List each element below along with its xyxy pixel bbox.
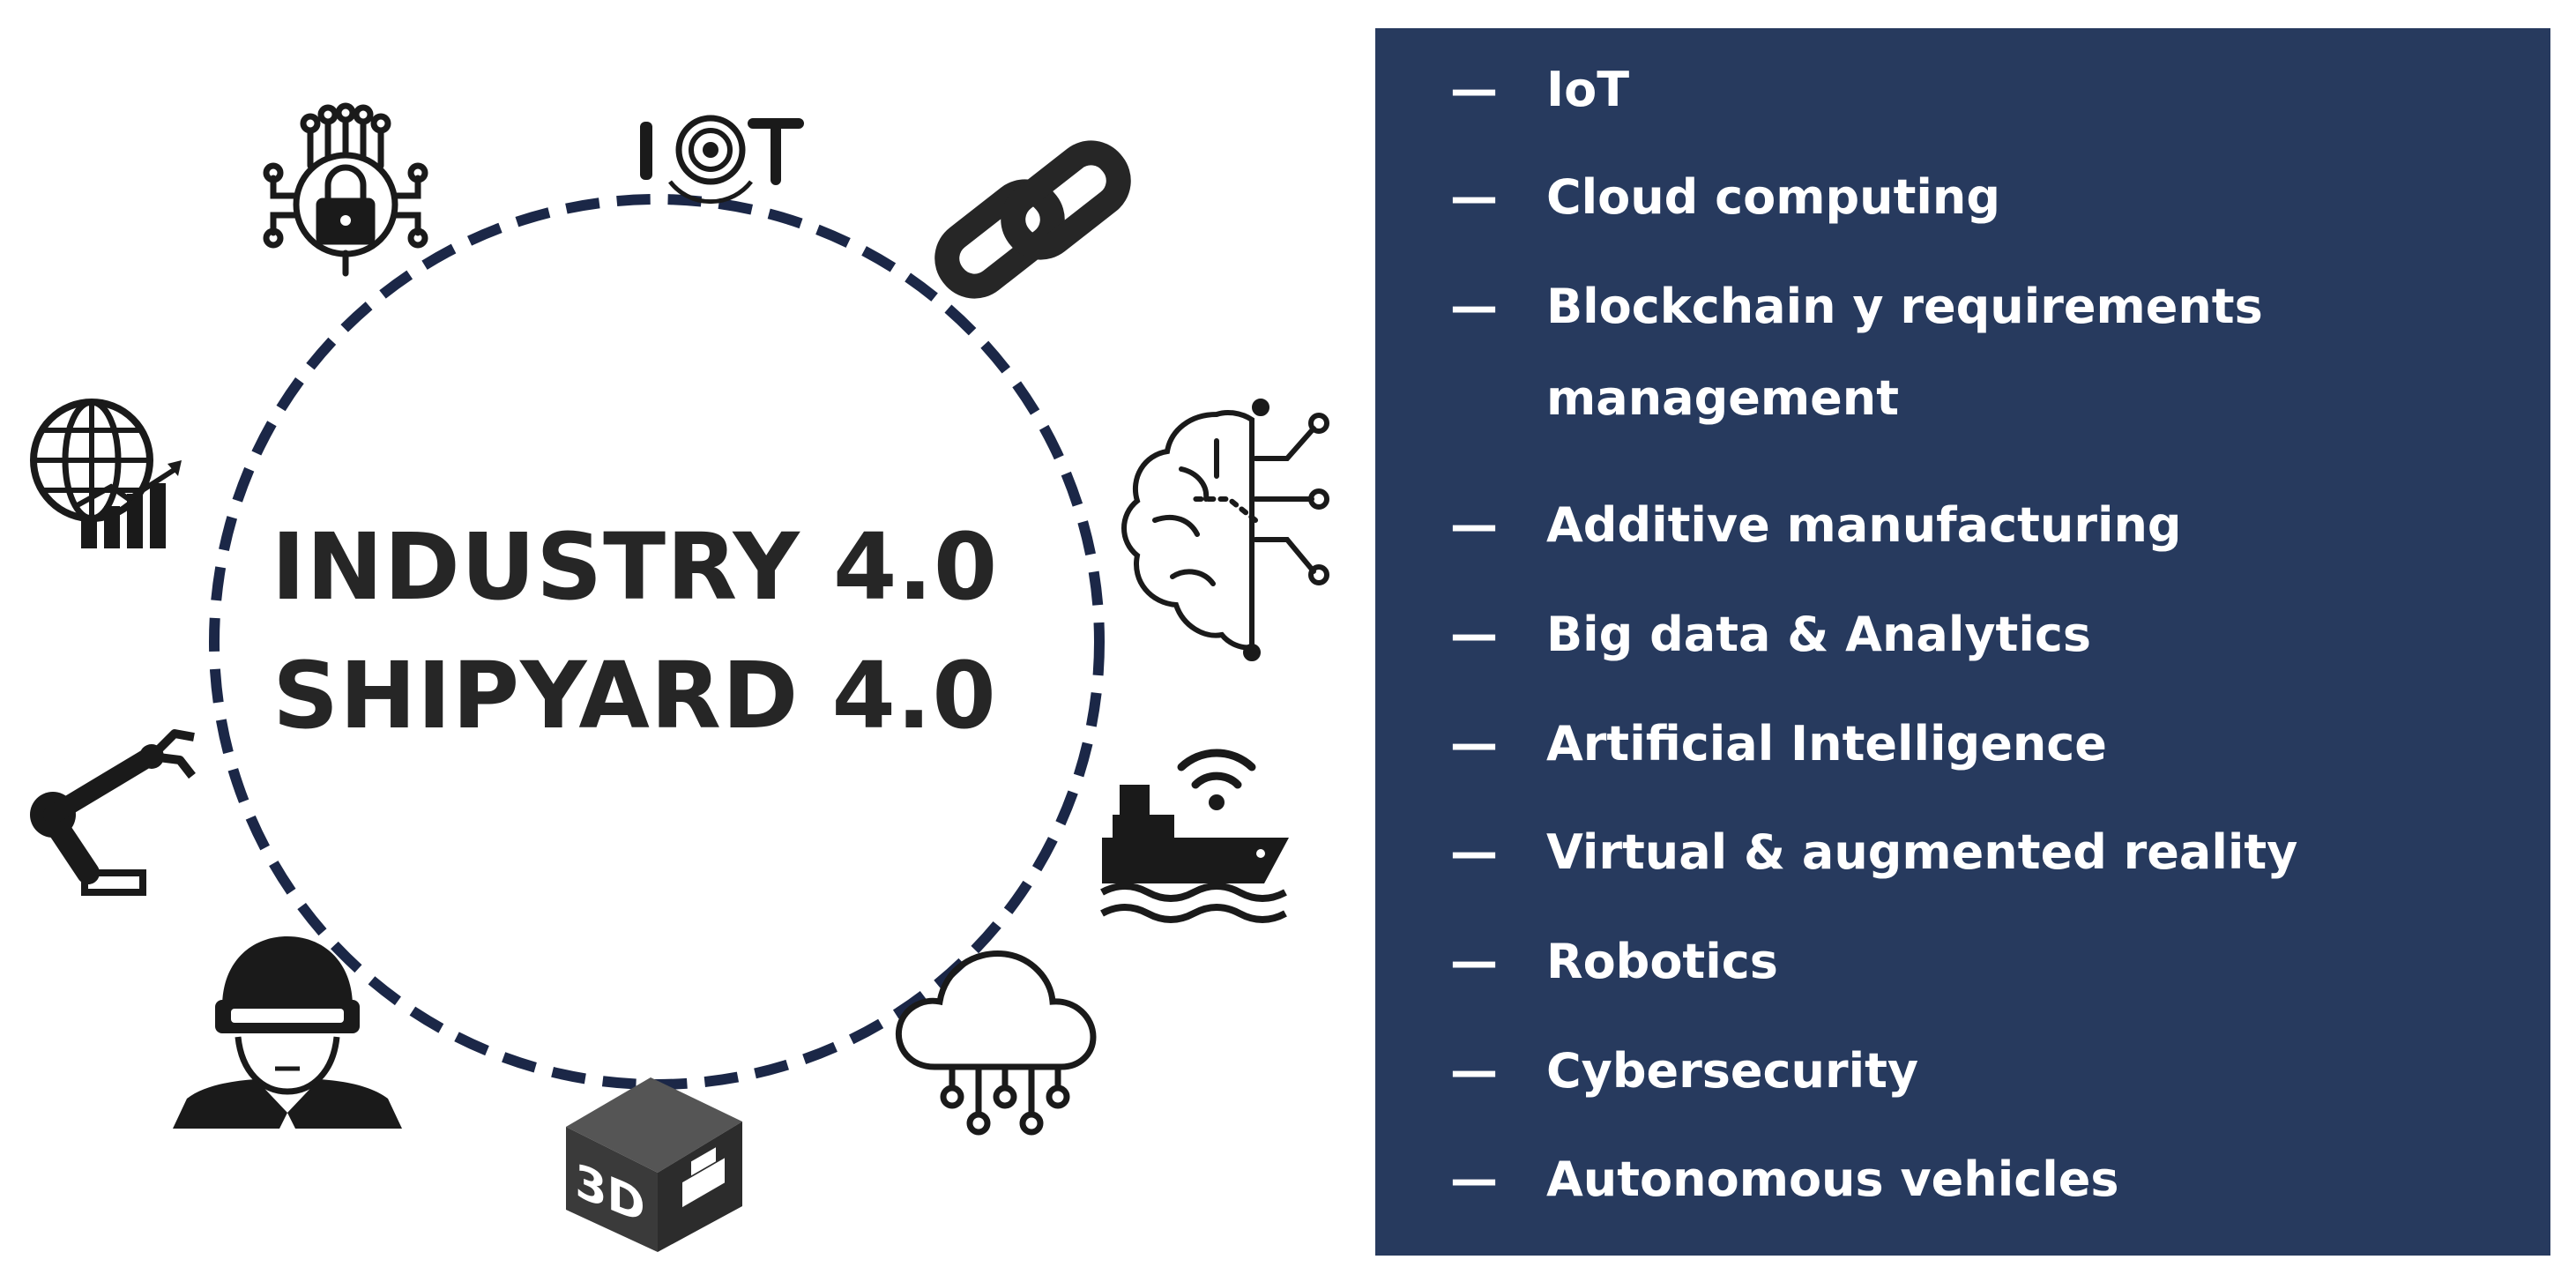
technology-label: IoT xyxy=(1546,62,1630,117)
iot-icon xyxy=(640,115,804,205)
list-bullet-dash: — xyxy=(1450,824,1498,880)
vr-headset-person-icon xyxy=(173,936,402,1130)
technology-label: Artificial Intelligence xyxy=(1546,716,2107,771)
list-bullet-dash: — xyxy=(1450,1152,1498,1207)
connected-ship-icon xyxy=(1100,749,1289,923)
blockchain-link-icon xyxy=(934,140,1131,299)
technology-list-panel: — IoT — Cloud computing — Blockchain y requir… xyxy=(1375,28,2550,1256)
list-bullet-dash: — xyxy=(1450,62,1498,117)
list-bullet-dash: — xyxy=(1450,279,1498,334)
industry-diagram: 3D xyxy=(30,102,1329,1252)
technology-label: Additive manufacturing xyxy=(1546,497,2182,553)
technology-label: Robotics xyxy=(1546,934,1778,989)
technology-label: Cybersecurity xyxy=(1546,1043,1919,1099)
technology-label: Autonomous vehicles xyxy=(1546,1152,2119,1207)
list-bullet-dash: — xyxy=(1450,716,1498,771)
technology-label: Virtual & augmented reality xyxy=(1546,824,2298,880)
diagram-canvas: 3D xyxy=(30,102,1329,1252)
list-bullet-dash: — xyxy=(1450,1043,1498,1099)
technology-label: Blockchain y requirements management xyxy=(1546,279,2263,426)
3d-printer-box-icon: 3D xyxy=(566,1077,742,1252)
robotic-arm-icon xyxy=(30,729,196,896)
list-bullet-dash: — xyxy=(1450,169,1498,225)
cloud-computing-icon xyxy=(895,950,1097,1136)
list-bullet-dash: — xyxy=(1450,497,1498,553)
center-title-shipyard: SHIPYARD 4.0 xyxy=(272,642,997,749)
ai-brain-circuit-icon xyxy=(1121,399,1329,661)
center-title-industry: INDUSTRY 4.0 xyxy=(271,513,999,621)
cybersecurity-lock-circuit-icon xyxy=(263,102,428,277)
technology-label: Cloud computing xyxy=(1546,169,2001,225)
globe-analytics-icon xyxy=(30,399,182,548)
technology-label: Big data & Analytics xyxy=(1546,607,2092,662)
list-bullet-dash: — xyxy=(1450,934,1498,989)
list-bullet-dash: — xyxy=(1450,607,1498,662)
